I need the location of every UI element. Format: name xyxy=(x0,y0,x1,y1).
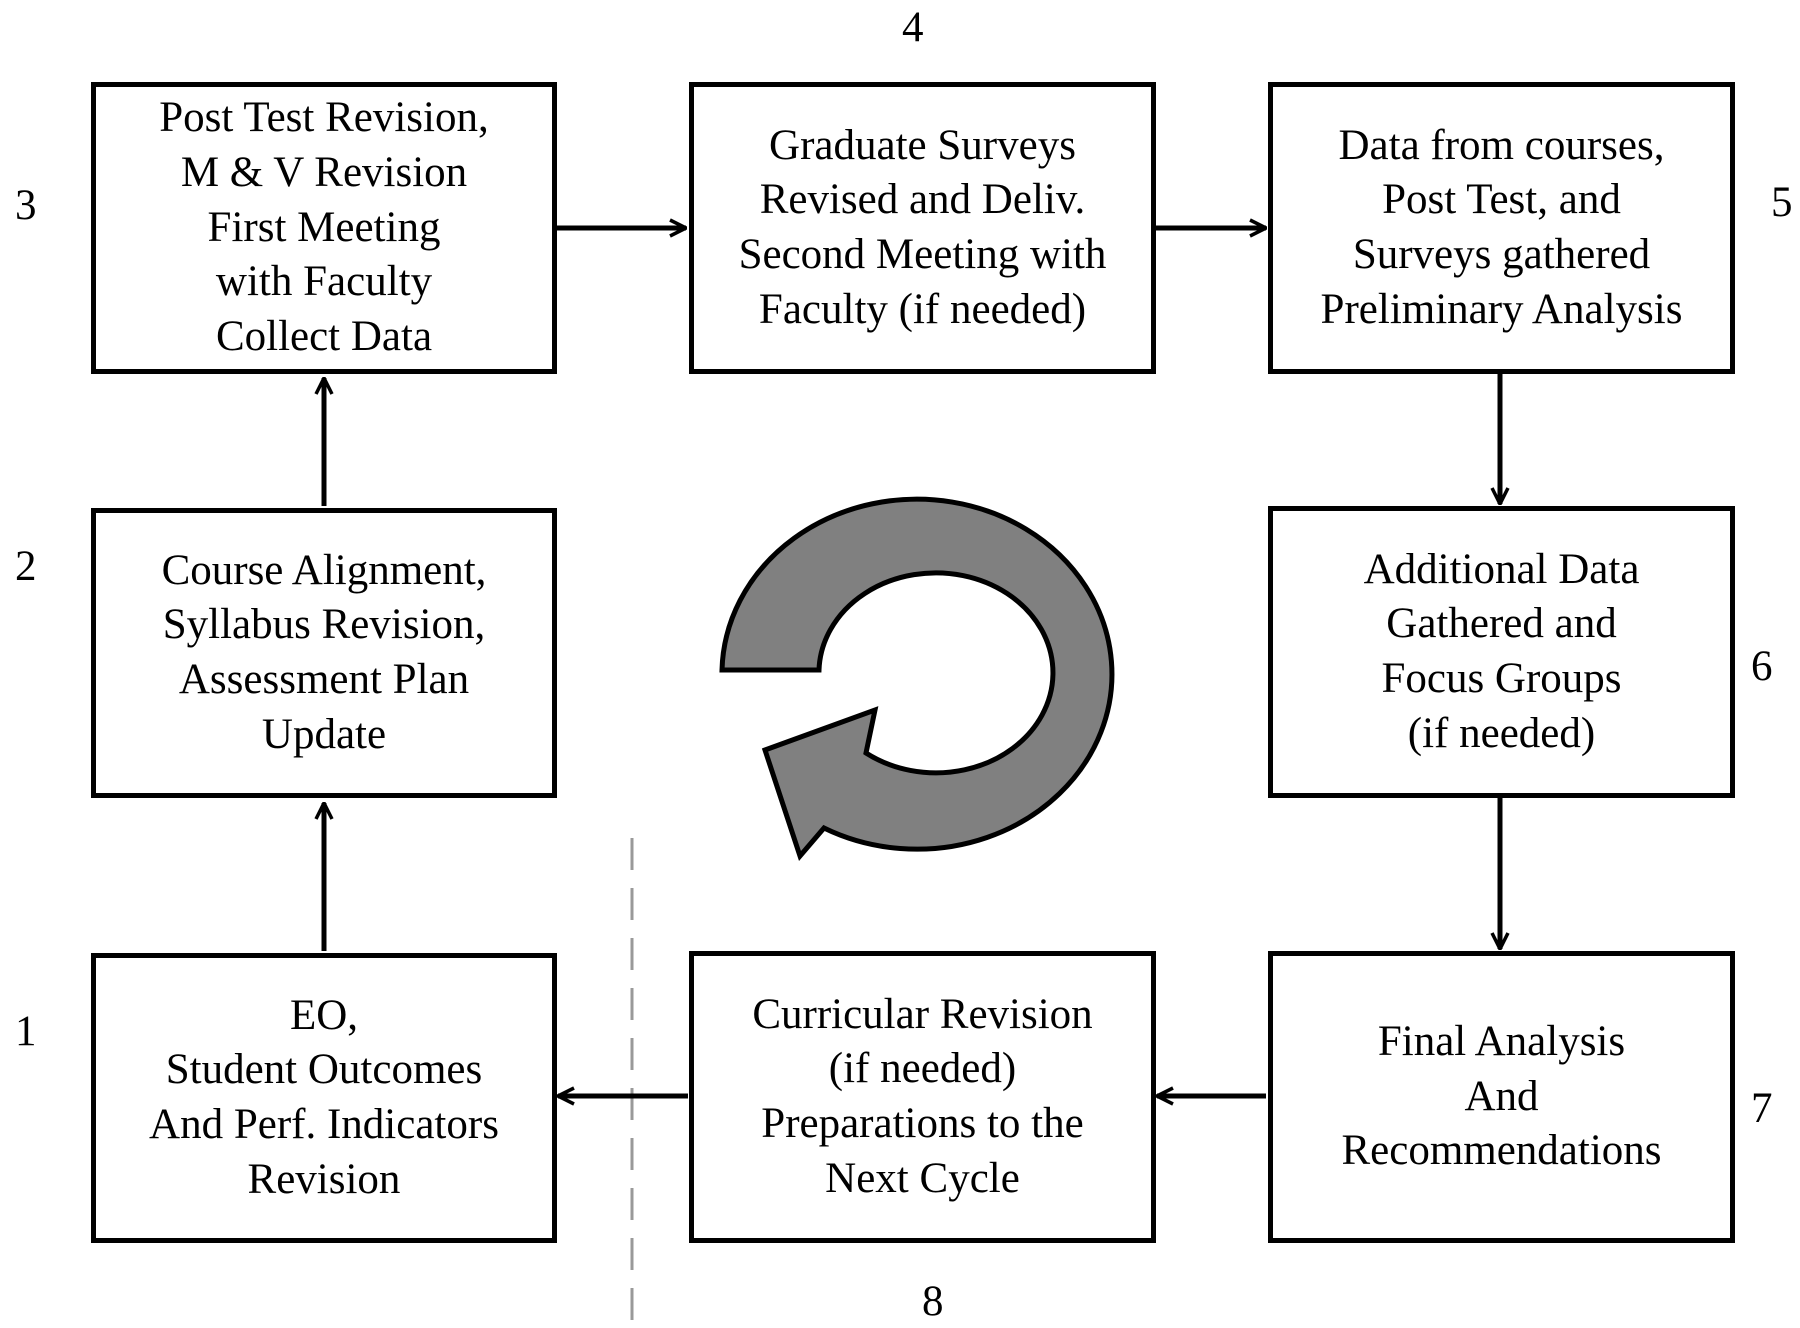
step-2-label: Course Alignment, Syllabus Revision, Ass… xyxy=(161,546,487,758)
step-box-1: EO, Student Outcomes And Perf. Indicator… xyxy=(91,953,557,1243)
cycle-arrow-icon xyxy=(719,496,1115,861)
step-box-8: Curricular Revision (if needed) Preparat… xyxy=(689,951,1156,1243)
step-number-8: 8 xyxy=(922,1278,944,1325)
step-number-7: 7 xyxy=(1751,1085,1773,1132)
step-number-3: 3 xyxy=(15,182,37,229)
step-box-4: Graduate Surveys Revised and Deliv. Seco… xyxy=(689,82,1156,374)
step-number-4: 4 xyxy=(902,4,924,51)
step-number-5: 5 xyxy=(1771,179,1793,226)
step-box-5: Data from courses, Post Test, and Survey… xyxy=(1268,82,1735,374)
step-box-2: Course Alignment, Syllabus Revision, Ass… xyxy=(91,508,557,798)
step-6-label: Additional Data Gathered and Focus Group… xyxy=(1363,545,1640,757)
step-number-1: 1 xyxy=(15,1008,37,1055)
step-box-7: Final Analysis And Recommendations xyxy=(1268,951,1735,1243)
step-3-label: Post Test Revision, M & V Revision First… xyxy=(159,94,489,360)
step-4-label: Graduate Surveys Revised and Deliv. Seco… xyxy=(738,121,1107,333)
step-5-label: Data from courses, Post Test, and Survey… xyxy=(1320,121,1683,333)
step-number-2: 2 xyxy=(15,543,37,590)
step-1-label: EO, Student Outcomes And Perf. Indicator… xyxy=(149,991,499,1203)
step-box-3: Post Test Revision, M & V Revision First… xyxy=(91,82,557,374)
step-7-label: Final Analysis And Recommendations xyxy=(1341,1018,1662,1175)
step-box-6: Additional Data Gathered and Focus Group… xyxy=(1268,506,1735,798)
step-number-6: 6 xyxy=(1751,643,1773,690)
step-8-label: Curricular Revision (if needed) Preparat… xyxy=(752,990,1093,1202)
